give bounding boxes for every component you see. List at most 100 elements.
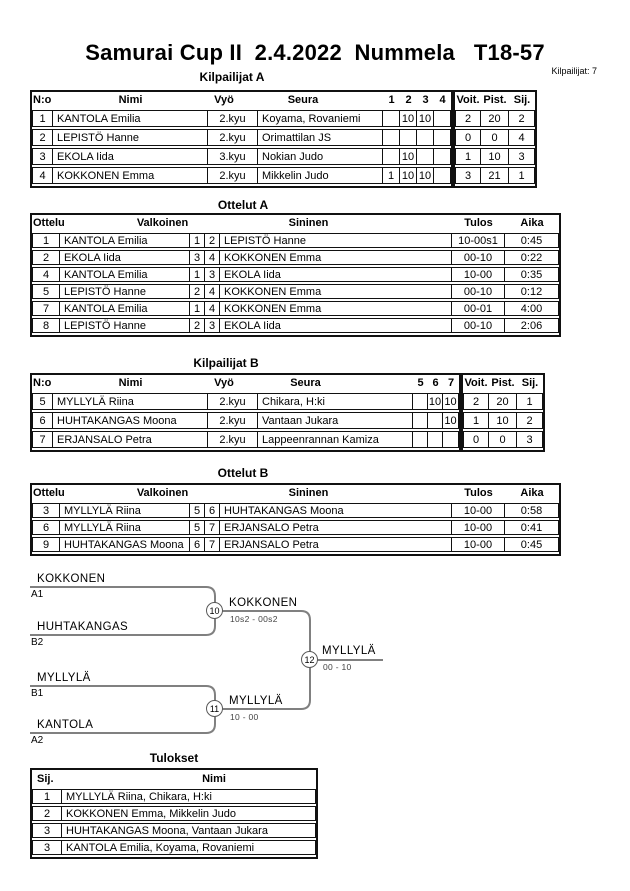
points-cell: 20 xyxy=(481,110,509,127)
time-cell: 0:22 xyxy=(505,250,559,265)
matches-b-title: Ottelut B xyxy=(217,466,269,480)
results-header: Sij. Nimi xyxy=(32,770,316,787)
blue-no-cell: 3 xyxy=(205,267,220,282)
white-no-cell: 5 xyxy=(190,520,205,535)
wins-cell: 1 xyxy=(463,412,489,429)
place-cell: 1 xyxy=(32,789,62,804)
blue-cell: LEPISTÖ Hanne xyxy=(220,233,452,248)
bracket-winner-label: MYLLYLÄ xyxy=(229,695,283,707)
blue-cell: EKOLA Iida xyxy=(220,267,452,282)
round-cell: 10 xyxy=(428,393,443,410)
blue-no-cell: 2 xyxy=(205,233,220,248)
col-header-points: Pist. xyxy=(483,94,507,106)
points-cell: 0 xyxy=(489,431,517,448)
club-cell: Lappeenrannan Kamiza xyxy=(258,431,413,448)
white-no-cell: 2 xyxy=(190,318,205,333)
result-cell: 00-10 xyxy=(452,284,505,299)
blue-no-cell: 7 xyxy=(205,520,220,535)
results-title: Tulokset xyxy=(149,751,199,765)
competitors-count: Kilpailijat: 7 xyxy=(551,66,597,76)
col-header-name: Nimi xyxy=(118,377,143,389)
round-cell xyxy=(434,148,451,165)
name-cell: KOKKONEN Emma xyxy=(53,167,208,184)
bracket-player-label: HUHTAKANGAS xyxy=(37,621,129,633)
col-header-match: Ottelu xyxy=(33,487,65,499)
bracket-player-label: MYLLYLÄ xyxy=(37,672,91,684)
white-cell: MYLLYLÄ Riina xyxy=(60,520,190,535)
bracket-seed-label: B2 xyxy=(31,637,44,648)
match-no-cell: 8 xyxy=(32,318,60,333)
bracket-seed-label: A2 xyxy=(31,735,44,746)
col-header-white: Valkoinen xyxy=(136,217,189,229)
round-cell: 10 xyxy=(400,167,417,184)
white-cell: MYLLYLÄ Riina xyxy=(60,503,190,518)
wins-cell: 2 xyxy=(455,110,481,127)
bracket-player-label: KOKKONEN xyxy=(37,573,106,585)
round-cell xyxy=(383,129,400,146)
result-cell: 10-00 xyxy=(452,537,505,552)
blue-no-cell: 6 xyxy=(205,503,220,518)
time-cell: 4:00 xyxy=(505,301,559,316)
col-header-r1: 1 xyxy=(388,94,395,106)
name-cell: MYLLYLÄ Riina xyxy=(53,393,208,410)
time-cell: 2:06 xyxy=(505,318,559,333)
col-header-match: Ottelu xyxy=(33,217,65,229)
col-header-result: Tulos xyxy=(464,487,493,499)
wins-cell: 0 xyxy=(463,431,489,448)
wins-cell: 3 xyxy=(455,167,481,184)
match-no-cell: 3 xyxy=(32,503,60,518)
pool-a-title: Kilpailijat A xyxy=(199,70,265,84)
blue-cell: ERJANSALO Petra xyxy=(220,520,452,535)
col-header-club: Seura xyxy=(290,377,321,389)
round-cell: 10 xyxy=(417,110,434,127)
name-cell: ERJANSALO Petra xyxy=(53,431,208,448)
white-cell: HUHTAKANGAS Moona xyxy=(60,537,190,552)
matches-a-title: Ottelut A xyxy=(217,198,269,212)
white-cell: EKOLA Iida xyxy=(60,250,190,265)
col-header-wins: Voit. xyxy=(456,94,480,106)
col-header-club: Seura xyxy=(287,94,319,106)
round-cell xyxy=(413,393,428,410)
place-cell: 1 xyxy=(509,167,535,184)
time-cell: 0:58 xyxy=(505,503,559,518)
match-no-cell: 9 xyxy=(32,537,60,552)
round-cell xyxy=(383,110,400,127)
white-no-cell: 5 xyxy=(190,503,205,518)
col-header-no: N:o xyxy=(33,377,52,389)
name-cell: HUHTAKANGAS Moona, Vantaan Jukara xyxy=(62,823,316,838)
wins-cell: 1 xyxy=(455,148,481,165)
points-cell: 10 xyxy=(481,148,509,165)
bracket-winner-label: MYLLYLÄ xyxy=(322,645,376,657)
points-cell: 0 xyxy=(481,129,509,146)
no-cell: 4 xyxy=(32,167,53,184)
round-cell xyxy=(383,148,400,165)
bracket-score-label: 00 - 10 xyxy=(323,662,352,672)
points-cell: 10 xyxy=(489,412,517,429)
page-title: Samurai Cup II 2.4.2022 Nummela T18-57 xyxy=(85,40,545,65)
time-cell: 0:41 xyxy=(505,520,559,535)
round-cell xyxy=(434,167,451,184)
place-cell: 2 xyxy=(509,110,535,127)
white-cell: LEPISTÖ Hanne xyxy=(60,318,190,333)
col-header-place: Sij. xyxy=(521,377,539,389)
no-cell: 7 xyxy=(32,431,53,448)
round-cell: 10 xyxy=(400,110,417,127)
col-header-blue: Sininen xyxy=(288,487,329,499)
col-header-name: Nimi xyxy=(202,772,226,785)
result-cell: 10-00s1 xyxy=(452,233,505,248)
col-header-white: Valkoinen xyxy=(136,487,189,499)
round-cell: 10 xyxy=(400,148,417,165)
round-cell xyxy=(428,412,443,429)
name-cell: HUHTAKANGAS Moona xyxy=(53,412,208,429)
